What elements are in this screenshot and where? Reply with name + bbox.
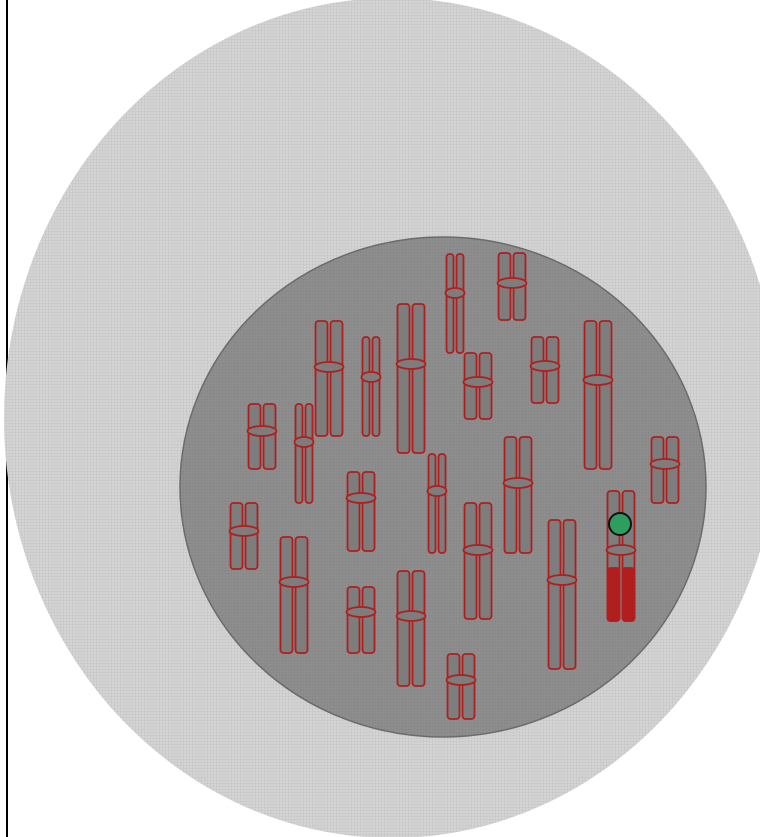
centromere (362, 372, 381, 382)
centromere (607, 545, 636, 555)
centromere (531, 361, 560, 371)
centromere (230, 526, 259, 536)
centromere (498, 278, 527, 288)
green-dot-marker-icon (609, 513, 631, 535)
centromere (397, 359, 426, 369)
centromere (315, 362, 344, 372)
centromere (347, 607, 376, 617)
centromere (428, 486, 447, 496)
centromere (280, 577, 309, 587)
centromere (548, 575, 577, 585)
centromere (504, 478, 533, 488)
centromere (464, 545, 493, 555)
highlighted-segment (623, 568, 635, 621)
centromere (651, 459, 680, 469)
centromere (248, 426, 277, 436)
centromere (347, 493, 376, 503)
centromere (447, 675, 476, 685)
centromere (446, 288, 465, 298)
highlighted-segment (608, 568, 620, 621)
centromere (584, 375, 613, 385)
centromere (295, 437, 314, 447)
centromere (397, 611, 426, 621)
centromere (464, 377, 493, 387)
